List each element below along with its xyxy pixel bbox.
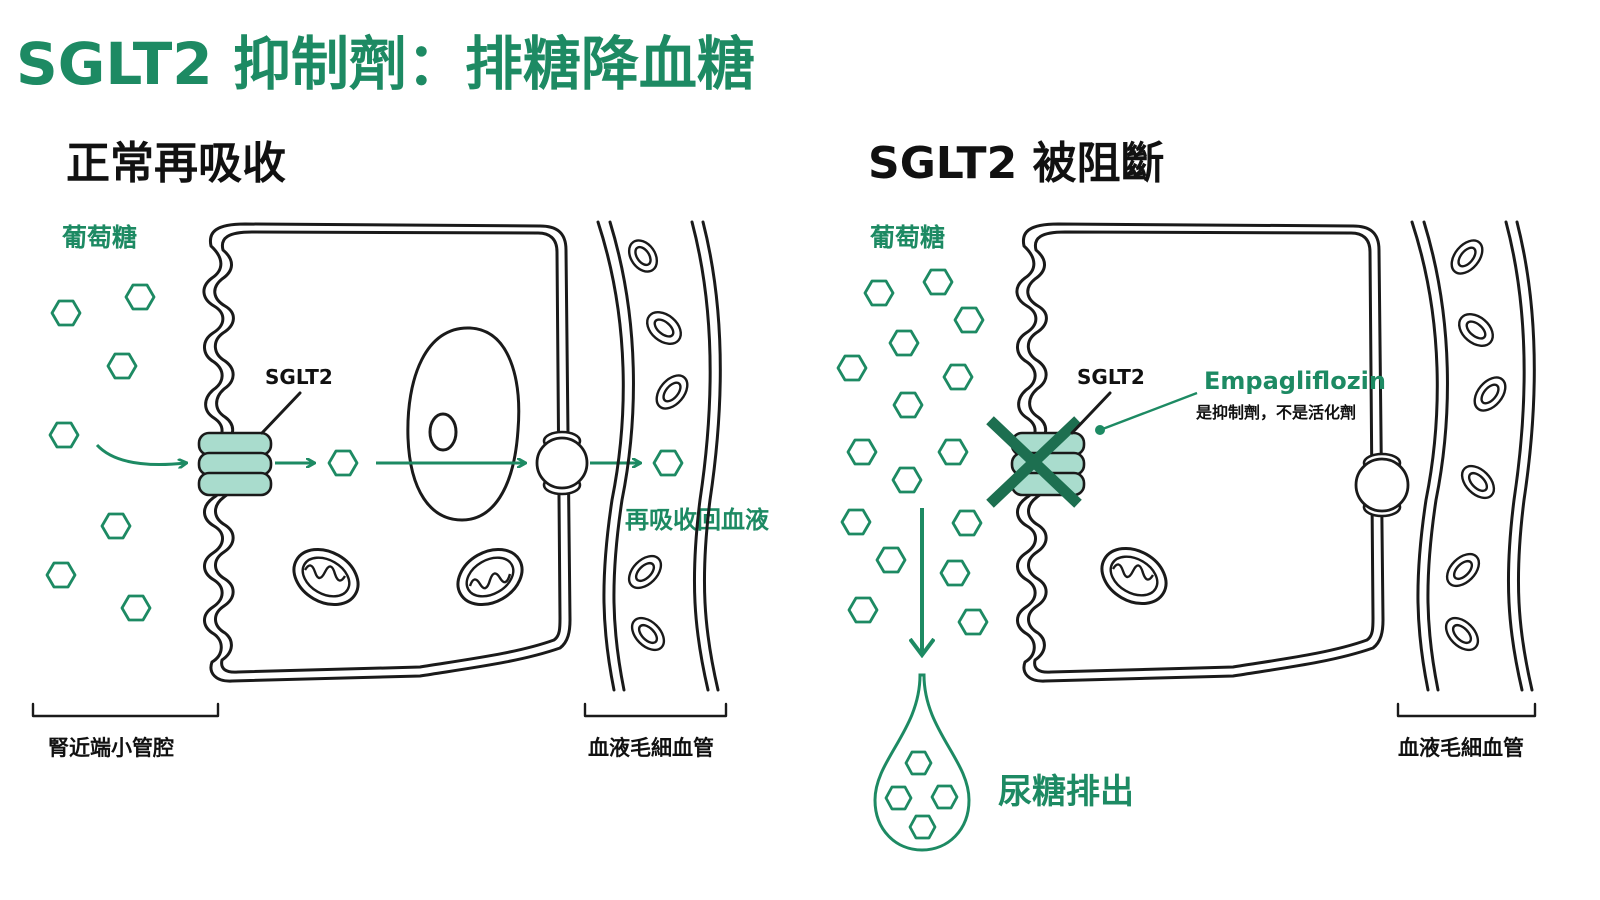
basolateral-transporter-icon — [535, 430, 589, 496]
red-blood-cell — [630, 616, 666, 652]
mitochondrion — [456, 547, 524, 607]
hexagon-glucose-icon — [953, 306, 985, 334]
page-title: SGLT2 抑制劑：排糖降血糖 — [16, 30, 755, 98]
hexagon-glucose-icon — [100, 512, 132, 540]
excretion-label: 尿糖排出 — [998, 772, 1134, 812]
hexagon-glucose-icon — [951, 509, 983, 537]
right-capillary-bracket — [1396, 702, 1537, 718]
hexagon-glucose-icon — [930, 784, 959, 810]
hexagon-glucose-icon — [892, 391, 924, 419]
urine-droplet-icon — [873, 673, 971, 852]
hexagon-glucose-icon — [904, 750, 933, 776]
drug-callout-dot — [1095, 425, 1105, 435]
hexagon-glucose-icon — [327, 449, 359, 477]
sglt2-callout-line — [260, 391, 302, 435]
right-panel-heading: SGLT2 被阻斷 — [868, 138, 1165, 189]
mitochondrion — [292, 547, 360, 607]
hexagon-glucose-icon — [875, 546, 907, 574]
left-glucose-label: 葡萄糖 — [61, 223, 137, 252]
hexagon-glucose-icon — [942, 363, 974, 391]
drug-callout-line — [1099, 391, 1198, 432]
hexagon-glucose-icon — [836, 354, 868, 382]
hexagon-glucose-icon — [48, 421, 80, 449]
right-sglt2-callout-line — [1070, 391, 1112, 435]
tubule-bracket — [31, 702, 220, 718]
left-panel: 正常再吸收 葡萄糖 — [31, 138, 769, 760]
hexagon-glucose-icon — [888, 329, 920, 357]
right-sglt2-label: SGLT2 — [1077, 365, 1145, 389]
tubule-label: 腎近端小管腔 — [48, 736, 174, 760]
hexagon-glucose-icon — [840, 508, 872, 536]
left-capillary — [596, 220, 722, 692]
hexagon-glucose-icon — [652, 449, 684, 477]
red-blood-cell — [1460, 464, 1496, 500]
left-capillary-bracket — [583, 702, 728, 718]
right-capillary-label: 血液毛細血管 — [1398, 736, 1524, 760]
left-capillary-label: 血液毛細血管 — [588, 736, 714, 760]
hexagon-glucose-icon — [908, 814, 937, 840]
right-tubular-cell — [1015, 222, 1385, 683]
hexagon-glucose-icon — [957, 608, 989, 636]
red-blood-cell — [627, 239, 659, 273]
hexagon-glucose-icon — [120, 594, 152, 622]
hexagon-glucose-icon — [106, 352, 138, 380]
basolateral-transporter-icon — [1354, 452, 1410, 518]
red-blood-cell — [655, 374, 689, 410]
right-lumen-glucose — [836, 268, 989, 636]
red-blood-cell — [646, 311, 682, 345]
hexagon-glucose-icon — [50, 299, 82, 327]
hexagon-glucose-icon — [45, 561, 77, 589]
x-block-icon — [986, 416, 1082, 508]
drug-name: Empagliflozin — [1204, 367, 1386, 395]
hexagon-glucose-icon — [891, 466, 923, 494]
sglt2-transporter-icon — [197, 431, 273, 497]
left-panel-heading: 正常再吸收 — [66, 138, 286, 189]
uptake-arrow — [95, 443, 186, 465]
red-blood-cell — [1458, 313, 1494, 347]
left-tubular-cell — [202, 222, 572, 683]
hexagon-glucose-icon — [922, 268, 954, 296]
red-blood-cell — [1450, 239, 1484, 275]
hexagon-glucose-icon — [939, 559, 971, 587]
right-capillary — [1410, 220, 1536, 692]
hexagon-glucose-icon — [124, 283, 156, 311]
left-lumen-glucose — [45, 283, 156, 622]
right-panel: SGLT2 被阻斷 葡萄糖 — [836, 138, 1537, 852]
hexagon-glucose-icon — [884, 785, 913, 811]
hexagon-glucose-icon — [846, 438, 878, 466]
hexagon-glucose-icon — [847, 596, 879, 624]
mitochondrion — [1100, 546, 1168, 606]
left-sglt2-label: SGLT2 — [265, 365, 333, 389]
red-blood-cell — [1473, 376, 1507, 412]
red-blood-cell — [1444, 616, 1480, 652]
hexagon-glucose-icon — [937, 438, 969, 466]
right-glucose-label: 葡萄糖 — [869, 223, 945, 252]
red-blood-cell — [1445, 552, 1481, 588]
hexagon-glucose-icon — [863, 279, 895, 307]
drug-note: 是抑制劑，不是活化劑 — [1195, 403, 1356, 422]
red-blood-cell — [627, 554, 663, 590]
